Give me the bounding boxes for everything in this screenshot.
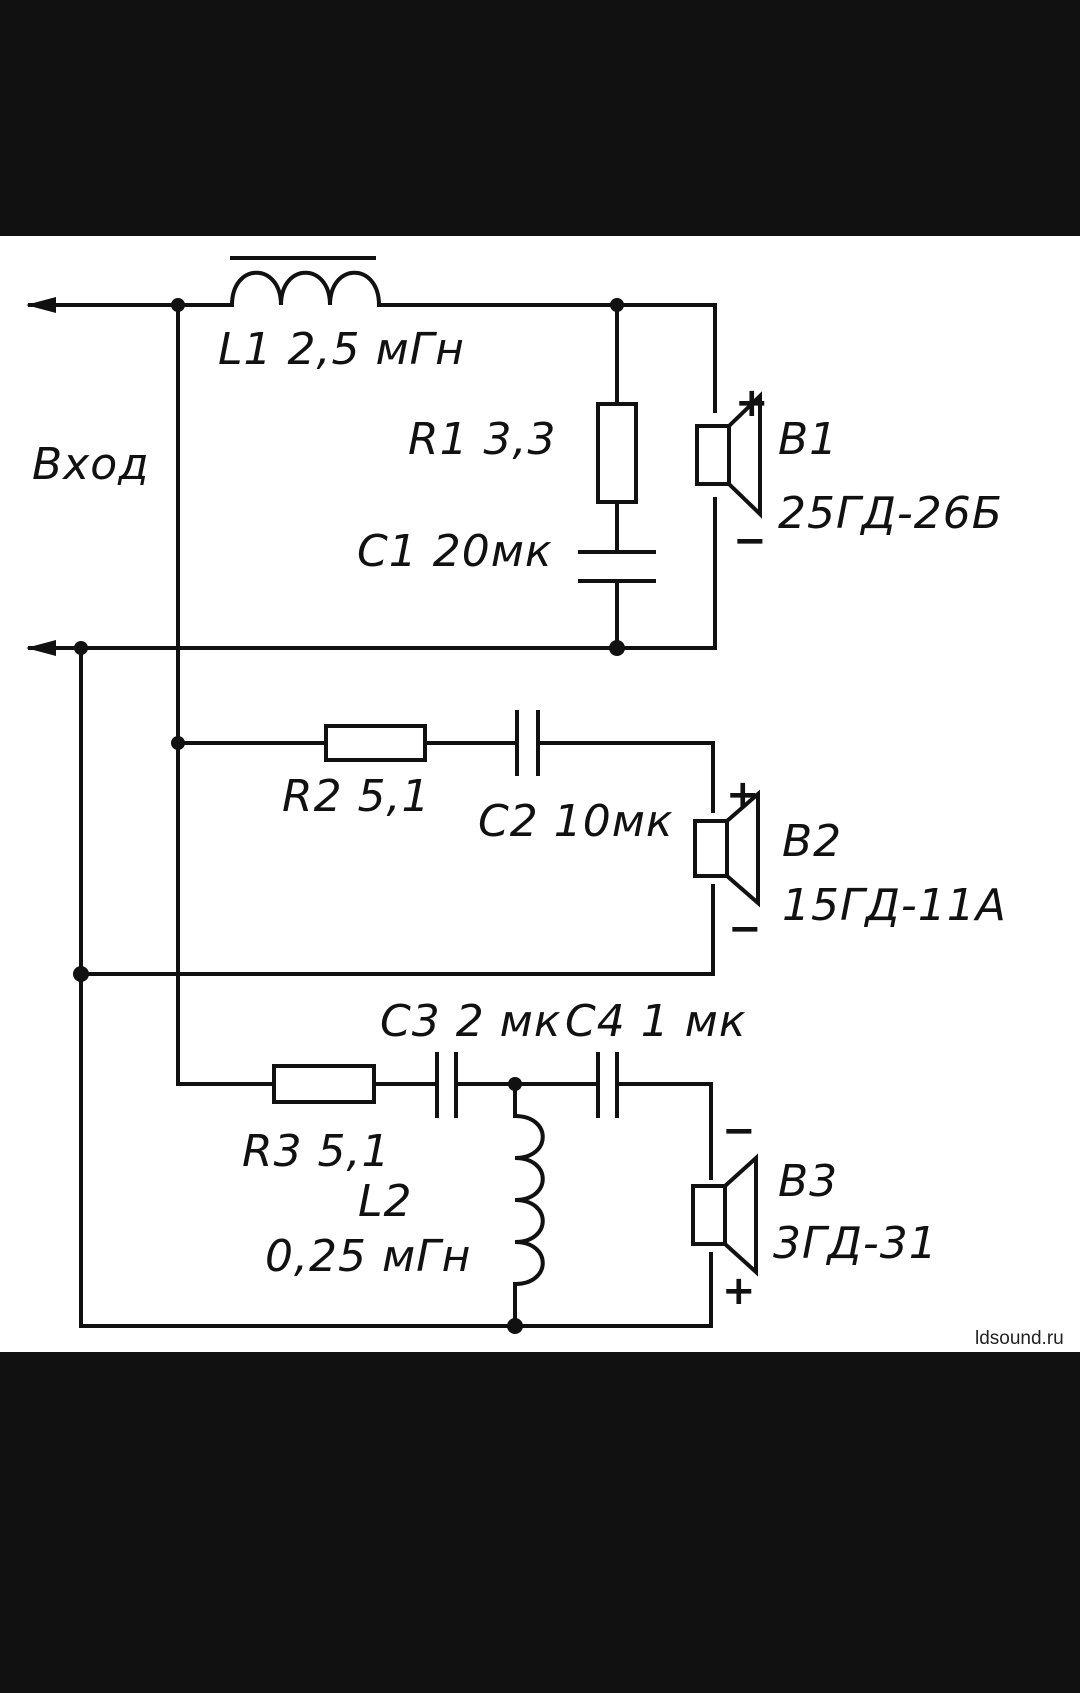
c4-label: C4 1 мк (565, 996, 746, 1047)
resistor-r1-symbol (596, 402, 638, 504)
b3-plus-sign: + (722, 1268, 756, 1314)
b1-plus-sign: + (735, 380, 769, 426)
input-arrow-bottom (26, 640, 56, 656)
r2-label: R2 5,1 (282, 771, 431, 822)
inductor-l2-symbol (512, 1113, 545, 1287)
c2-label: C2 10мк (478, 796, 673, 847)
speaker-b1-symbol (695, 391, 762, 519)
c1-label: C1 20мк (357, 526, 552, 577)
b1-model-label: 25ГД-26Б (778, 488, 1003, 539)
l2-name-label: L2 (358, 1176, 413, 1227)
r1-label: R1 3,3 (408, 414, 557, 465)
capacitor-c2-symbol (515, 710, 540, 776)
b2-id-label: B2 (782, 816, 842, 867)
wires (28, 303, 717, 1328)
b2-minus-sign: − (728, 906, 762, 952)
resistor-r2-symbol (324, 724, 427, 762)
capacitor-c3-symbol (435, 1052, 458, 1118)
b3-minus-sign: − (722, 1108, 756, 1154)
b3-id-label: B3 (778, 1156, 838, 1207)
junction-dots (73, 298, 625, 1334)
speaker-b3-symbol (691, 1153, 758, 1277)
b1-minus-sign: − (733, 518, 767, 564)
l2-value-label: 0,25 мГн (265, 1231, 471, 1282)
b1-id-label: B1 (778, 414, 838, 465)
c3-label: C3 2 мк (380, 996, 561, 1047)
capacitor-c1-symbol (578, 550, 656, 583)
l1-label: L1 2,5 мГн (218, 324, 465, 375)
resistor-r3-symbol (272, 1064, 376, 1104)
r3-label: R3 5,1 (242, 1126, 391, 1177)
letterbox-bottom (0, 1352, 1080, 1693)
letterbox-top (0, 0, 1080, 236)
b2-model-label: 15ГД-11А (782, 880, 1007, 931)
input-arrow-top (26, 297, 56, 313)
input-label: Вход (32, 439, 150, 490)
crossover-schematic: Вход L1 2,5 мГн R1 3,3 C1 20мк + − B1 25… (0, 236, 1080, 1352)
b3-model-label: 3ГД-31 (773, 1218, 938, 1269)
capacitor-c4-symbol (596, 1052, 619, 1118)
watermark: ldsound.ru (975, 1328, 1064, 1349)
inductor-l1-symbol (229, 256, 382, 308)
speaker-b2-symbol (693, 789, 760, 908)
b2-plus-sign: + (726, 772, 760, 818)
